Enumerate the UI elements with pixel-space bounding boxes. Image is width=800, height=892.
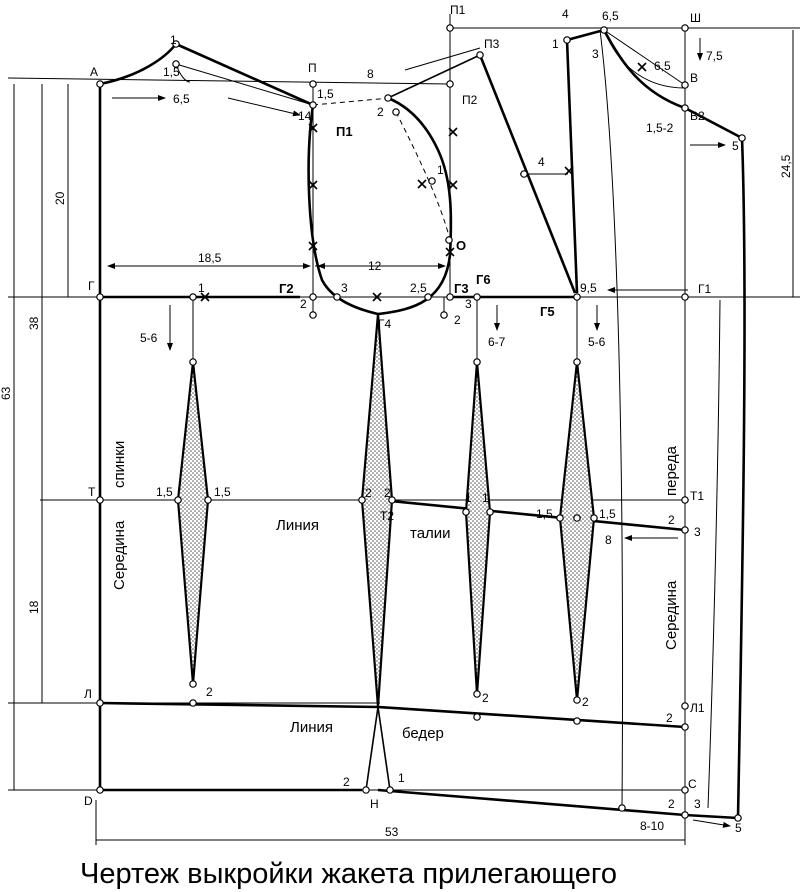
dim-63: 63 [0,386,13,400]
pt-P: П [308,61,317,75]
pt-N: Н [370,797,379,811]
points [96,24,746,822]
dim-6-7: 6-7 [488,335,506,349]
num-1-n: 1 [398,771,405,785]
dim-7-5: 7,5 [706,49,723,63]
pt-G6: Г6 [476,272,491,287]
pt-V: В [690,71,698,85]
darts [176,297,596,791]
dim-8: 8 [367,67,374,81]
num-3-g: 3 [341,281,348,295]
num-1-5a: 1,5 [163,65,180,79]
pt-T2: Т2 [380,509,394,523]
pt-T: Т [88,485,96,499]
num-3-c: 3 [694,797,701,811]
dim-18: 18 [27,600,41,614]
num-2-arm: 2 [377,105,384,119]
word-linia-talii: Линия [276,517,319,534]
num-8: 8 [605,533,612,547]
num-1-front: 1 [552,37,559,51]
dim-6-5a: 6,5 [173,92,190,106]
num-1-w1: 1 [465,491,472,505]
pt-P3: П3 [484,37,500,51]
dim-20: 20 [53,191,67,205]
pt-L: Л [84,687,92,701]
num-2-h3: 2 [582,695,589,709]
dim-4: 4 [538,155,545,169]
num-1-5-2: 1,5-2 [646,121,674,135]
num-2-l1: 2 [666,711,673,725]
num-5-side: 5 [732,139,739,153]
construction-lines [7,14,800,845]
pt-G4: Г4 [378,317,391,331]
word-linia-beder: Линия [290,719,333,736]
pt-G: Г [88,279,95,293]
num-3-t1: 3 [694,525,701,539]
pt-O: О [456,238,466,253]
dim-12: 12 [368,259,382,273]
word-seredina-back: Середина [111,520,128,590]
num-14: 14 [298,109,312,123]
pt-G1: Г1 [698,282,711,296]
pt-Pi1: П1 [336,124,353,139]
num-2-h1: 2 [206,685,213,699]
pt-P1: П1 [450,3,466,17]
back-piece [98,42,379,792]
pt-P2: П2 [462,93,478,107]
dim-53: 53 [385,825,399,839]
word-talii: талии [410,525,451,542]
num-2-n: 2 [343,775,350,789]
num-1-5-w1: 1,5 [156,485,173,499]
pt-V2: В2 [690,109,705,123]
pt-G2: Г2 [279,281,294,296]
pt-G3: Г3 [454,281,469,296]
x-marks [200,62,647,302]
dim-5-6a: 5-6 [140,331,158,345]
dim-24-5: 24,5 [779,154,793,178]
num-1-g: 1 [198,281,205,295]
num-4-top: 4 [562,7,569,21]
num-2-w2: 2 [384,486,391,500]
num-8-10: 8-10 [640,819,664,833]
caption: Чертеж выкройки жакета прилегающего [80,858,617,890]
num-1-w2: 1 [482,491,489,505]
dim-38: 38 [27,316,41,330]
num-2-5: 2,5 [410,281,427,295]
pt-T1: Т1 [690,489,704,503]
word-beder: бедер [402,725,444,742]
word-spinki: спинки [111,441,128,488]
num-5-bot: 5 [735,821,742,835]
num-3-front: 3 [592,47,599,61]
num-1-5-w2: 1,5 [214,485,231,499]
num-2-c: 2 [668,797,675,811]
num-3-g6: 3 [465,297,472,311]
num-6-5-neck: 6,5 [654,59,671,73]
dimension-lines [13,30,794,845]
num-9-5: 9,5 [580,281,597,295]
pt-Sh: Ш [690,11,701,25]
word-pereda: переда [663,445,680,496]
num-2-g3: 2 [454,313,461,327]
num-2-h2: 2 [482,691,489,705]
word-seredina-front: Середина [663,580,680,650]
pt-C: С [688,777,697,791]
dim-5-6b: 5-6 [588,335,606,349]
pt-L1: Л1 [690,701,705,715]
pt-D: D [84,794,93,808]
num-1-5b: 1,5 [317,87,334,101]
num-1-shoulder: 1 [170,33,177,47]
num-6-5-top: 6,5 [602,9,619,23]
num-1-5-w3: 1,5 [536,507,553,521]
dim-18-5: 18,5 [198,251,222,265]
num-2-w1: 2 [365,486,372,500]
num-2-g2: 2 [300,297,307,311]
num-1-arm: 1 [437,163,444,177]
pt-A: А [90,65,98,79]
pt-G5: Г5 [540,304,555,319]
num-1-5-w4: 1,5 [599,507,616,521]
num-2-t1: 2 [668,513,675,527]
